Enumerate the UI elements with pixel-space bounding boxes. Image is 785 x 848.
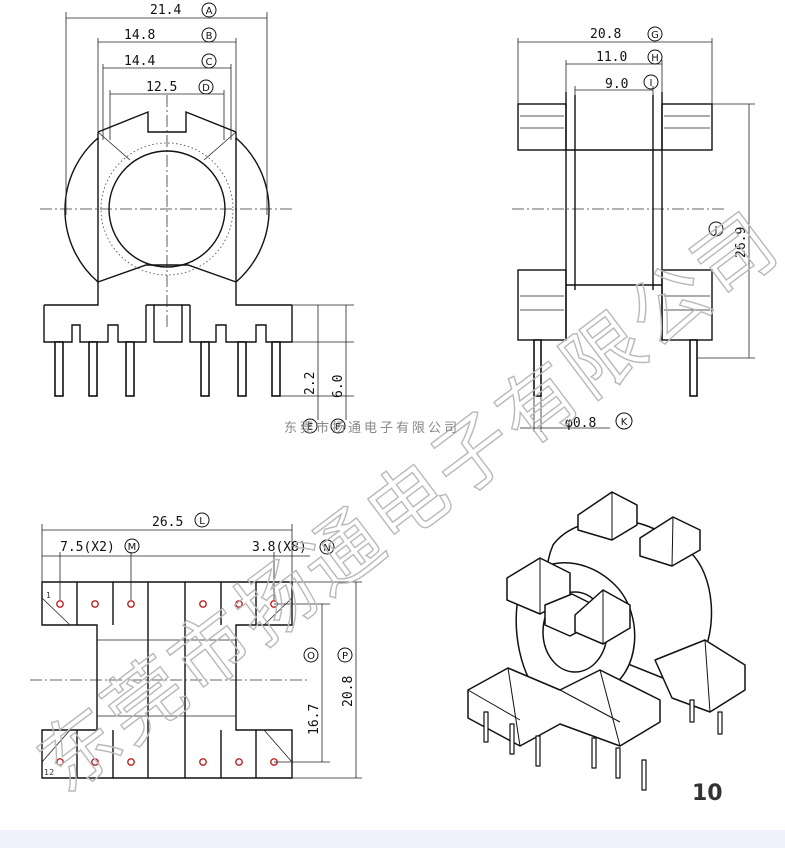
dim-14-4: 14.4 [124,54,155,69]
dim-21-4: 21.4 [150,3,181,18]
svg-text:I: I [650,78,653,89]
bottom-view: 1 12 26.5 L 7.5(X2) M 3.8(X8) N 16.7 O 2… [30,512,362,779]
watermark-small: 东莞市扬通电子有限公司 [284,420,460,436]
svg-text:K: K [621,417,628,428]
dim-14-8: 14.8 [124,28,155,43]
dim-11-0: 11.0 [596,50,627,65]
dim-26-9: 26.9 [734,227,749,258]
dim-20-8-side: 20.8 [590,27,621,42]
figure-number: 10 [692,781,723,806]
dim-pin-dia: φ0.8 [565,416,596,431]
dim-7-5: 7.5(X2) [60,540,115,555]
svg-text:H: H [651,53,659,64]
svg-text:O: O [307,651,315,662]
dim-26-5: 26.5 [152,515,183,530]
bottom-bar [0,830,785,848]
svg-text:N: N [323,543,330,554]
svg-text:B: B [206,31,213,42]
dim-3-8: 3.8(X8) [252,540,307,555]
dim-16-7: 16.7 [307,704,322,735]
watermark: 东 莞 市 扬 通 电 子 有 限 公 司 东莞市扬通电子有限公司 [22,197,785,811]
svg-text:D: D [202,83,210,94]
svg-text:P: P [342,651,348,662]
isometric-view [467,491,746,791]
svg-text:M: M [128,542,137,553]
svg-text:A: A [206,6,213,17]
svg-text:G: G [651,30,659,41]
pin-label-1: 1 [46,591,51,600]
svg-text:L: L [199,516,205,527]
dim-12-5: 12.5 [146,80,177,95]
svg-text:F: F [335,422,341,433]
dim-20-8-bottom: 20.8 [341,676,356,707]
front-view: 21.4 A 14.8 B 14.4 C 12.5 D 2.2 6.0 E F [40,2,354,434]
svg-text:C: C [206,57,213,68]
svg-text:J: J [714,225,718,236]
svg-text:E: E [307,422,313,433]
dim-2-2: 2.2 [303,372,318,395]
side-view: 20.8 G 11.0 H 9.0 I 26.9 J φ0.8 K [512,26,755,432]
pin-label-12: 12 [44,768,54,777]
dim-9-0: 9.0 [605,77,628,92]
dim-6-0: 6.0 [331,375,346,398]
